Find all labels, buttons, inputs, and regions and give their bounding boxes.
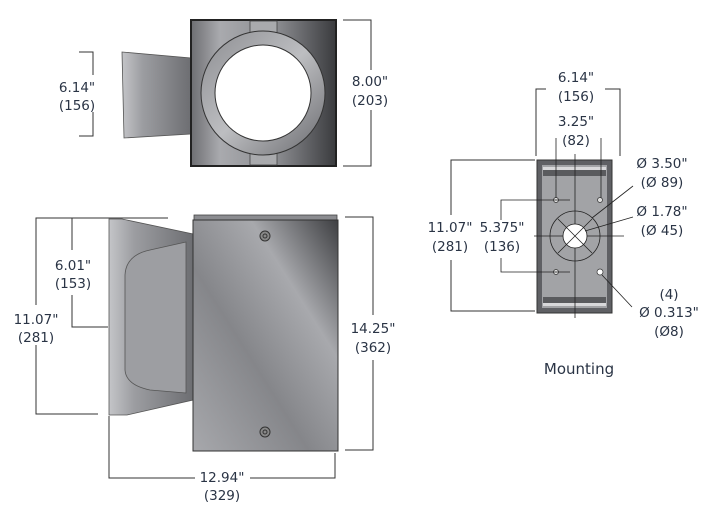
- mount-height-in: 11.07": [428, 220, 473, 236]
- hole-spacing-y-dim-line: [500, 199, 570, 273]
- top-rail-dark: [543, 170, 606, 176]
- plate-height-dim-line: [35, 217, 168, 415]
- housing-width-dim-line: [343, 19, 372, 167]
- housing-width-mm: (203): [352, 93, 388, 109]
- lens-opening: [214, 44, 312, 142]
- inner-circle-mm: (Ø 45): [641, 223, 684, 239]
- cross-line: [557, 218, 593, 254]
- outer-circle-mm: (Ø 89): [641, 175, 684, 191]
- outer-circle-in: Ø 3.50": [636, 156, 687, 172]
- mount-height-mm: (281): [432, 239, 468, 255]
- overall-depth-dim-line: [108, 416, 336, 479]
- mount-height-dim-line: [450, 159, 535, 312]
- housing-height-dim-line: [345, 216, 374, 451]
- outer-circle: [549, 210, 601, 262]
- top-rail: [543, 167, 606, 170]
- arm-offset-in: 6.01": [55, 258, 91, 274]
- mounting-hole-icon: [597, 197, 603, 203]
- hole-spacing-x-in: 3.25": [558, 114, 594, 130]
- top-view: 6.14" (156) 8.00" (203): [59, 19, 388, 167]
- arm-offset-dim-line: [71, 218, 108, 328]
- outer-circle-leader: [591, 185, 634, 219]
- mounting-caption: Mounting: [544, 360, 614, 378]
- plate-height-mm: (281): [18, 330, 54, 346]
- housing-body: [192, 219, 339, 452]
- arm-offset-mm: (153): [55, 276, 91, 292]
- inner-circle-in: Ø 1.78": [636, 204, 687, 220]
- top-arm: [121, 51, 192, 139]
- plate-height-in: 11.07": [14, 312, 59, 328]
- screw-icon: [259, 426, 271, 438]
- hole-diameter-in: Ø 0.313": [639, 305, 699, 321]
- mount-width-dim-line: [535, 88, 621, 156]
- overall-depth-in: 12.94": [200, 470, 245, 486]
- hole-spacing-y-mm: (136): [484, 239, 520, 255]
- bottom-rail: [543, 303, 606, 306]
- arm-width-dim-line: [79, 51, 94, 137]
- housing-height-in: 14.25": [351, 321, 396, 337]
- mount-width-mm: (156): [558, 89, 594, 105]
- hole-count: (4): [659, 287, 678, 303]
- hole-diameter-mm: (Ø8): [654, 324, 684, 340]
- hole-leader: [601, 274, 633, 308]
- screw-icon: [259, 230, 271, 242]
- arm-recess: [124, 241, 187, 394]
- housing-width-in: 8.00": [352, 74, 388, 90]
- mounting-hole-icon: [596, 268, 604, 276]
- overall-depth-mm: (329): [204, 488, 240, 504]
- mounting-view: 6.14" (156) 3.25" (82) 11.07" (281) 5.37…: [428, 70, 699, 378]
- bottom-rail-dark: [543, 297, 606, 303]
- hole-spacing-y-in: 5.375": [480, 220, 525, 236]
- mount-width-in: 6.14": [558, 70, 594, 86]
- inner-circle-leader: [584, 216, 634, 232]
- hole-spacing-x-mm: (82): [562, 133, 590, 149]
- side-view: 11.07" (281) 6.01" (153) 14.25" (362) 12…: [14, 214, 396, 504]
- arm-width-mm: (156): [59, 98, 95, 114]
- arm-width-in: 6.14": [59, 80, 95, 96]
- housing-height-mm: (362): [355, 340, 391, 356]
